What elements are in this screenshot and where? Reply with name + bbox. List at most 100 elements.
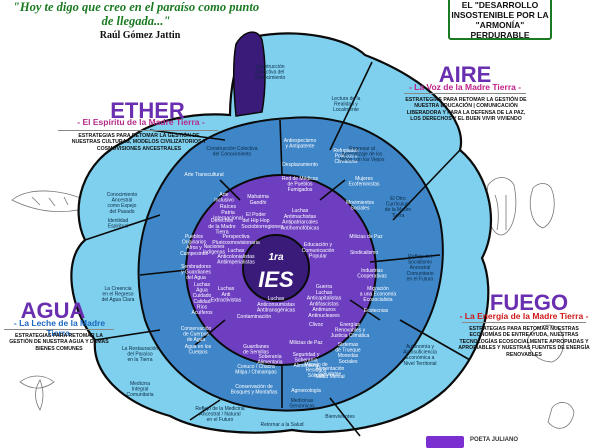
fuego-divider xyxy=(462,322,586,323)
ether-strategy: ESTRATEGIAS PARA RETOMAR LA GESTIÓN DE N… xyxy=(71,133,207,152)
ring-dividers xyxy=(84,61,471,437)
middle-ring-label: Milicias de Paz xyxy=(349,234,383,240)
inner-ring-label: Clivoz xyxy=(309,322,324,328)
ether-block: ETHER xyxy=(100,98,195,124)
header-quote: "Hoy te digo que creo en el paraíso como… xyxy=(12,0,260,28)
center-line2: IES xyxy=(258,267,294,292)
agua-title: AGUA xyxy=(20,298,86,323)
middle-ring-label: Ecotecnias xyxy=(364,308,389,314)
footer-text: POETA JULIANO xyxy=(470,437,519,443)
fuego-title: FUEGO xyxy=(489,290,569,315)
development-box: EL "DESARROLLO INSOSTENIBLE POR LA "ARMO… xyxy=(448,0,552,40)
inner-ring-label: Sociobiorregiones xyxy=(241,224,283,230)
agua-block: AGUA xyxy=(8,298,98,324)
middle-ring-label: Desplazamiento xyxy=(282,162,318,168)
aire-subtitle: - La Voz de la Madre Tierra - xyxy=(408,82,522,92)
agua-divider xyxy=(4,329,114,330)
inner-ring-label: Contaminación xyxy=(237,314,272,320)
middle-ring-label: Milicias de Paz xyxy=(289,340,323,346)
feather-sketch-icon xyxy=(35,379,44,411)
outer-shell-label: Bienvivientes xyxy=(325,414,355,420)
nautilus-icon xyxy=(527,324,565,363)
outer-shell-label: Retornar a la Salud xyxy=(260,422,303,428)
cone-shell-icon xyxy=(529,183,555,229)
seashell-ridges-icon xyxy=(494,194,507,231)
center-logo: 1ra IES xyxy=(258,252,294,292)
fuego-subtitle: - La Energía de la Madre Tierra - xyxy=(459,311,589,321)
aire-title: AIRE xyxy=(438,62,492,87)
turtle-sketch-icon xyxy=(19,375,55,389)
aire-divider xyxy=(404,93,526,94)
header-author: Raúl Gómez Jattin xyxy=(99,30,181,41)
middle-ring-label: Salud Mental xyxy=(315,374,344,380)
fish-fins-icon xyxy=(31,196,69,207)
middle-ring-label: Sindicalismo xyxy=(350,250,378,256)
footer-badge xyxy=(426,436,464,448)
agua-strategy: ESTRATEGIAS PARA RETOMAR LA GESTIÓN DE N… xyxy=(9,333,109,352)
fuego-block: FUEGO xyxy=(474,290,584,316)
ether-divider xyxy=(58,130,218,131)
fuego-strategy: ESTRATEGIAS PARA RETOMAR NUESTRAS ECONOM… xyxy=(458,326,590,358)
aire-block: AIRE xyxy=(420,62,510,88)
middle-ring-label: Agroecología xyxy=(291,388,321,394)
middle-ring-label: Arte Transcultural xyxy=(184,172,223,178)
ether-subtitle: - El Espíritu de la Madre Tierra - xyxy=(77,117,205,127)
aire-strategy: ESTRATEGIAS PARA RETOMAR LA GESTIÓN DE N… xyxy=(405,97,527,123)
shell-bottom-icon xyxy=(547,402,575,429)
core-circle xyxy=(242,234,310,302)
ether-title: ETHER xyxy=(110,98,185,123)
center-line1: 1ra xyxy=(268,252,283,263)
agua-subtitle: - La Leche de la Madre Tierra- xyxy=(13,318,106,338)
top-shell-lobe xyxy=(232,31,266,117)
